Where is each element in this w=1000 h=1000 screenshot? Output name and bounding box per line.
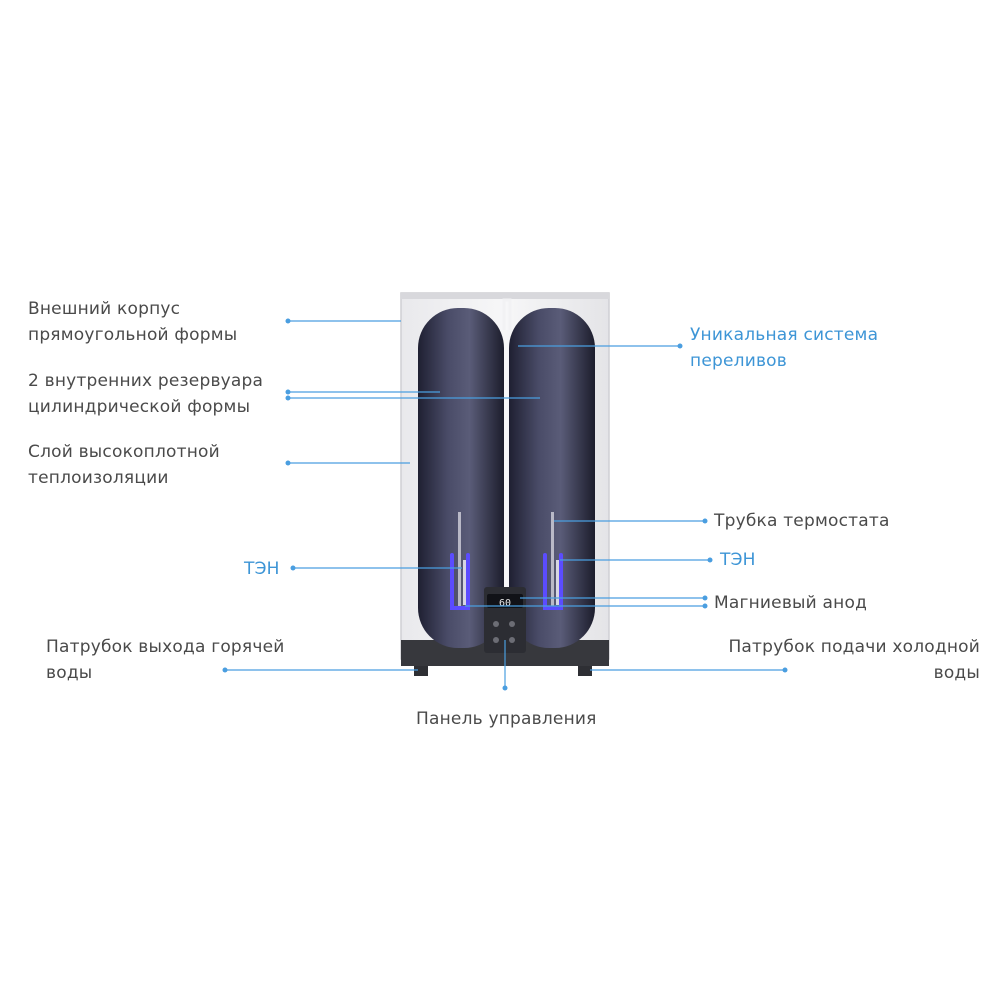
label-hot-outlet: Патрубок выхода горячей воды: [46, 637, 285, 683]
cold-inlet-pipe: [578, 666, 592, 676]
left-tank: [418, 308, 504, 648]
leader-lines: [225, 320, 785, 688]
label-thermostat-tube: Трубка термостата: [714, 511, 890, 531]
label-insulation: Слой высокоплотной теплоизоляции: [28, 442, 220, 488]
right-heater: [543, 512, 563, 610]
label-heater-right: ТЭН: [720, 550, 756, 570]
label-overflow-system: Уникальная система переливов: [690, 325, 879, 371]
overflow-pipe: [502, 298, 512, 330]
hot-outlet-pipe: [414, 666, 428, 676]
label-control-panel: Панель управления: [416, 709, 597, 729]
display-temperature: 60: [499, 598, 511, 609]
label-magnesium-anode: Магниевый анод: [714, 593, 868, 613]
label-heater-left: ТЭН: [244, 559, 280, 579]
label-outer-body: Внешний корпус прямоугольной формы: [28, 299, 238, 345]
label-cold-inlet: Патрубок подачи холодной воды: [728, 637, 980, 683]
label-inner-tanks: 2 внутренних резервуара цилиндрической ф…: [28, 371, 264, 417]
right-tank: [509, 308, 595, 648]
leader-dots: [222, 318, 788, 691]
left-heater: [450, 512, 470, 610]
control-panel: [484, 587, 526, 653]
